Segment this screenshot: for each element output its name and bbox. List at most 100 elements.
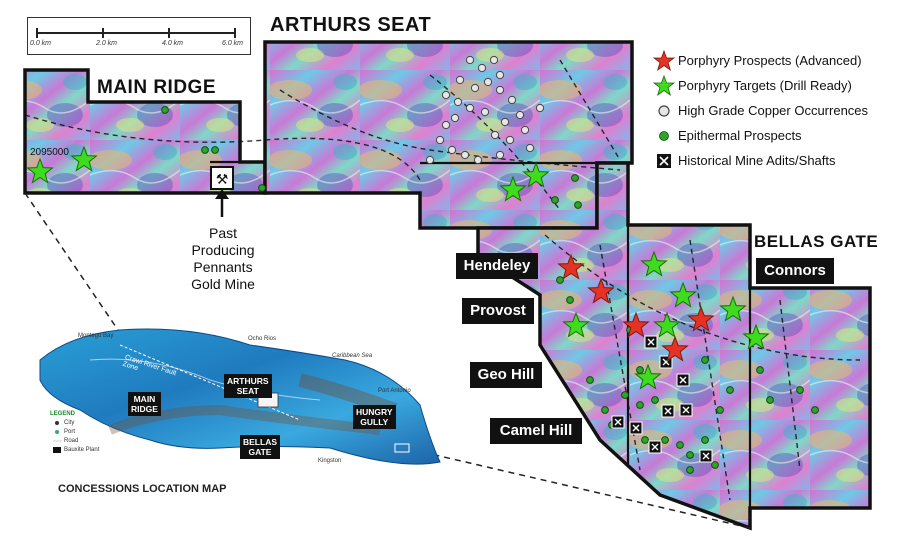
green-circle-marker — [796, 386, 804, 394]
prospect-label-geo-hill: Geo Hill — [470, 362, 542, 388]
green-circle-marker — [756, 366, 764, 374]
legend-item: Porphyry Targets (Drill Ready) — [650, 73, 895, 98]
mine-adit-marker — [661, 404, 675, 418]
inset-place-port-antonio: Port Antonio — [378, 388, 411, 394]
white-circle-marker — [507, 95, 517, 105]
green-circle-marker — [766, 396, 774, 404]
inset-place-montego-bay: Montego Bay — [78, 333, 114, 339]
legend-item: Historical Mine Adits/Shafts — [650, 148, 895, 173]
inset-concession-text: HUNGRY — [356, 407, 393, 417]
legend-item: Porphyry Prospects (Advanced) — [650, 48, 895, 73]
mine-adit-marker — [648, 440, 662, 454]
green-circle-marker — [661, 436, 669, 444]
mine-adit-marker — [644, 335, 658, 349]
green-circle-marker — [641, 436, 649, 444]
mine-adit-icon — [650, 150, 678, 172]
white-circle-marker — [441, 120, 451, 130]
white-circle-marker — [495, 85, 505, 95]
green-star-marker — [562, 311, 590, 338]
white-circle-marker — [483, 77, 493, 87]
scale-tick — [102, 28, 104, 38]
green-circle-marker — [716, 406, 724, 414]
scale-label: 4.0 km — [162, 40, 184, 47]
region-title-arthurs-seat: ARTHURS SEAT — [270, 14, 432, 36]
green-circle-marker — [586, 376, 594, 384]
inset-place-caribbean-sea: Caribbean Sea — [332, 353, 373, 359]
inset-legend-item: City — [64, 420, 75, 426]
white-circle-marker — [505, 135, 515, 145]
green-star-icon — [650, 74, 678, 97]
green-circle-marker — [651, 396, 659, 404]
white-circle-marker — [477, 63, 487, 73]
white-circle-icon — [650, 100, 678, 122]
arthurs-seat-concession — [263, 40, 634, 230]
green-circle-marker — [551, 196, 559, 204]
green-circle-marker — [686, 451, 694, 459]
prospect-label-connors: Connors — [756, 258, 834, 284]
green-circle-marker — [201, 146, 209, 154]
green-circle-marker — [636, 401, 644, 409]
green-circle-marker — [701, 436, 709, 444]
green-circle-marker — [211, 146, 219, 154]
scale-tick — [234, 28, 236, 38]
inset-map-caption: CONCESSIONS LOCATION MAP — [58, 483, 227, 495]
white-circle-marker — [495, 70, 505, 80]
scale-tick — [36, 28, 38, 38]
inset-concession-text: BELLAS — [243, 437, 277, 447]
grid-coordinate-label: 2095000 — [30, 147, 69, 158]
scale-bar: 0.0 km 2.0 km 4.0 km 6.0 km — [27, 17, 251, 55]
white-circle-marker — [525, 143, 535, 153]
white-circle-marker — [473, 155, 483, 165]
green-circle-marker — [686, 466, 694, 474]
green-circle-marker — [574, 201, 582, 209]
green-star-marker — [634, 363, 662, 390]
green-star-marker — [719, 295, 747, 322]
scale-tick — [168, 28, 170, 38]
inset-legend-item: Port — [64, 429, 76, 435]
white-circle-marker — [515, 110, 525, 120]
white-circle-marker — [441, 90, 451, 100]
green-circle-marker — [636, 366, 644, 374]
white-circle-marker — [450, 113, 460, 123]
past-label-line: Past — [208, 225, 237, 241]
red-star-marker — [687, 305, 715, 332]
inset-concession-text: GULLY — [360, 417, 389, 427]
green-circle-marker — [571, 174, 579, 182]
prospect-label-hendeley: Hendeley — [456, 253, 538, 279]
green-star-marker — [742, 323, 770, 350]
legend-item: Epithermal Prospects — [650, 123, 895, 148]
white-circle-marker — [425, 155, 435, 165]
white-circle-marker — [465, 55, 475, 65]
inset-legend-title: LEGEND — [50, 411, 76, 417]
past-label-line: Producing — [191, 242, 255, 258]
green-circle-icon — [650, 125, 678, 147]
red-star-marker — [557, 253, 585, 280]
white-circle-marker — [520, 125, 530, 135]
white-circle-marker — [470, 83, 480, 93]
white-circle-marker — [453, 97, 463, 107]
mine-adit-marker — [679, 403, 693, 417]
green-star-marker — [26, 157, 54, 184]
inset-place-ocho-rios: Ocho Rios — [248, 336, 277, 342]
past-label-line: Pennants — [193, 259, 253, 275]
past-producing-mine-label: Past Producing Pennants Gold Mine — [178, 225, 268, 293]
white-circle-marker — [460, 150, 470, 160]
green-star-marker — [640, 250, 668, 277]
green-circle-marker — [258, 184, 266, 192]
green-circle-marker — [566, 296, 574, 304]
white-circle-marker — [495, 150, 505, 160]
green-circle-marker — [676, 441, 684, 449]
legend-label: Porphyry Targets (Drill Ready) — [678, 78, 852, 93]
inset-legend-item: Bauxite Plant — [64, 447, 100, 453]
svg-text:⚒: ⚒ — [216, 171, 229, 187]
white-circle-marker — [500, 117, 510, 127]
scale-label: 2.0 km — [96, 40, 118, 47]
mine-adit-marker — [629, 421, 643, 435]
white-circle-marker — [447, 145, 457, 155]
white-circle-marker — [465, 103, 475, 113]
inset-place-kingston: Kingston — [318, 458, 342, 464]
